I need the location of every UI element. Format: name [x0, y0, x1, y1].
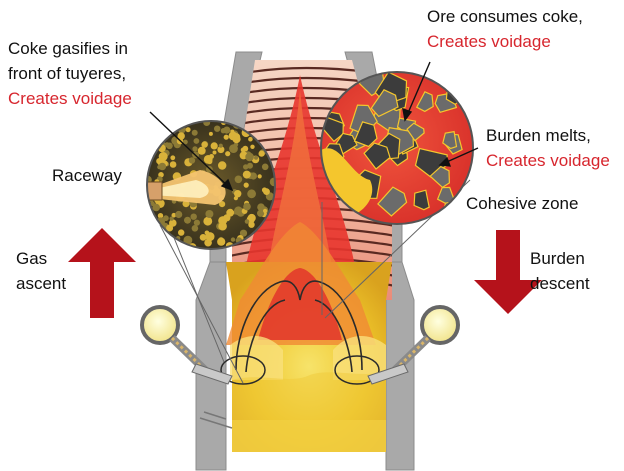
coke-particle [170, 155, 175, 160]
coke-particle [258, 174, 262, 178]
coke-particle [219, 144, 223, 148]
coke-particle [254, 156, 258, 160]
coke-particle [194, 220, 200, 226]
coke-particle [160, 120, 168, 128]
burden-descent-arrow [474, 230, 542, 314]
label-descent: descent [530, 273, 590, 295]
coke-particle [250, 145, 254, 149]
coke-particle [151, 230, 160, 239]
coke-particle [149, 239, 154, 244]
coke-particle [259, 151, 265, 157]
coke-particle [159, 163, 167, 171]
coke-particle [229, 132, 238, 141]
coke-particle [157, 126, 165, 134]
coke-particle [214, 126, 220, 132]
coke-particle [263, 209, 267, 213]
coke-particle [231, 237, 235, 241]
coke-particle [147, 122, 152, 127]
coke-particle [211, 142, 218, 149]
label-creates-voidage-melts: Creates voidage [486, 150, 610, 172]
coke-particle [158, 231, 163, 236]
coke-particle [178, 229, 184, 235]
label-raceway: Raceway [52, 165, 122, 187]
coke-particle [152, 231, 159, 238]
coke-particle [218, 161, 226, 169]
coke-particle [213, 151, 217, 155]
ore-particle [443, 201, 461, 221]
coke-particle [170, 217, 174, 221]
gas-ascent-arrow [68, 228, 136, 318]
coke-particle [247, 189, 256, 198]
coke-particle [262, 164, 269, 171]
coke-particle [148, 122, 157, 131]
label-burden: Burden [530, 248, 585, 270]
coke-particle [192, 130, 198, 136]
coke-particle [157, 236, 165, 244]
coke-particle [146, 226, 151, 231]
label-cohesive-zone: Cohesive zone [466, 193, 578, 215]
label-coke-gasifies-line1: Coke gasifies in [8, 38, 128, 60]
coke-particle [186, 127, 191, 132]
coke-particle [225, 151, 230, 156]
coke-particle [229, 144, 238, 153]
coke-particle [149, 147, 154, 152]
coke-particle [192, 146, 197, 151]
coke-particle [165, 142, 170, 147]
coke-particle [223, 214, 230, 221]
label-ore-consumes-coke: Ore consumes coke, [427, 6, 583, 28]
coke-particle [203, 217, 212, 226]
coke-particle [206, 232, 215, 241]
coke-particle [249, 218, 254, 223]
coke-particle [234, 190, 241, 197]
coke-particle [243, 171, 251, 179]
coke-particle [209, 132, 213, 136]
coke-particle [263, 188, 270, 195]
label-ascent: ascent [16, 273, 66, 295]
coke-particle [147, 220, 153, 226]
coke-particle [245, 219, 250, 224]
coke-particle [198, 147, 206, 155]
coke-particle [209, 154, 214, 159]
label-coke-gasifies-line2: front of tuyeres, [8, 63, 126, 85]
coke-particle [170, 161, 177, 168]
coke-particle [191, 214, 197, 220]
coke-particle [221, 128, 226, 133]
coke-particle [244, 183, 249, 188]
coke-particle [245, 153, 254, 162]
label-creates-voidage-raceway: Creates voidage [8, 88, 132, 110]
label-gas: Gas [16, 248, 47, 270]
coke-particle [235, 176, 243, 184]
coke-particle [194, 138, 200, 144]
coke-particle [243, 203, 251, 211]
coke-particle [200, 234, 207, 241]
label-burden-melts: Burden melts, [486, 125, 591, 147]
coke-particle [241, 148, 246, 153]
coke-particle [192, 225, 199, 232]
ore-particle [414, 190, 429, 210]
coke-particle [250, 172, 257, 179]
coke-particle [160, 158, 164, 162]
coke-particle [224, 135, 229, 140]
coke-particle [243, 164, 248, 169]
coke-particle [201, 141, 207, 147]
coke-particle [153, 134, 160, 141]
coke-particle [248, 137, 253, 142]
coke-particle [189, 157, 195, 163]
coke-particle [184, 217, 191, 224]
coke-particle [152, 204, 160, 212]
label-creates-voidage-ore: Creates voidage [427, 31, 551, 53]
coke-particle [175, 211, 182, 218]
coke-particle [148, 224, 157, 233]
coke-particle [180, 245, 186, 251]
coke-particle [148, 143, 153, 148]
coke-particle [205, 210, 213, 218]
coke-particle [163, 215, 169, 221]
coke-particle [146, 227, 155, 236]
coke-particle [217, 238, 225, 246]
